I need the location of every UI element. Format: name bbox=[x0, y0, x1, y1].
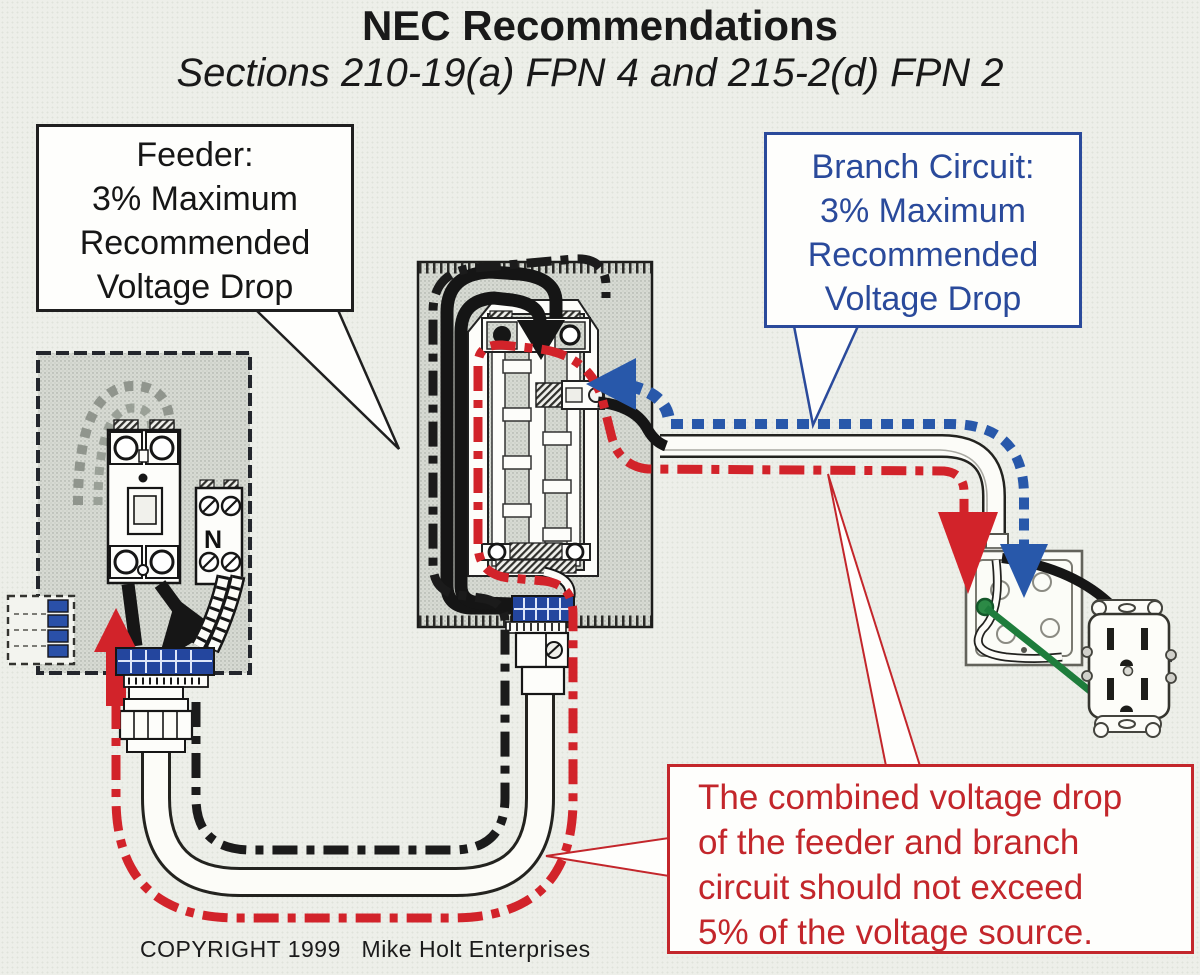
lug-screw-icon bbox=[487, 542, 507, 562]
blue-left-arrow-icon bbox=[586, 358, 636, 410]
terminal-screw-icon bbox=[1081, 646, 1093, 658]
black-bus-arrow-icon bbox=[517, 320, 565, 360]
ghost-conduit-arc-outer bbox=[73, 380, 175, 506]
voltage-drop-path-red-dashdot bbox=[111, 340, 969, 923]
knockout-icon bbox=[1040, 618, 1060, 638]
screw-slot bbox=[224, 499, 238, 513]
branch-callout-line: Recommended bbox=[807, 236, 1039, 274]
branch-conductor-hint bbox=[662, 449, 988, 538]
main-lug-plate-bottom bbox=[481, 542, 591, 574]
branch-raceway-body bbox=[660, 436, 1004, 540]
terminal-screw-icon bbox=[1165, 672, 1177, 684]
branch-raceway bbox=[660, 434, 1006, 540]
feeder-callout-line: Voltage Drop bbox=[96, 268, 294, 306]
branch-callout-line: Branch Circuit: bbox=[811, 148, 1035, 186]
feeder-callout-line: Feeder: bbox=[136, 136, 254, 174]
terminal-screw-icon bbox=[1165, 649, 1177, 661]
ground-terminal bbox=[47, 629, 69, 643]
center-screw-icon bbox=[1122, 665, 1134, 677]
service-disconnect-panel: N bbox=[6, 351, 252, 753]
lug-screw-icon bbox=[113, 435, 139, 461]
branch-hot-wire-black bbox=[597, 396, 669, 452]
ground-hole bbox=[1120, 705, 1133, 712]
screw-slot bbox=[202, 555, 216, 569]
screw-slot bbox=[202, 499, 216, 513]
feeder-callout-leader bbox=[252, 308, 401, 450]
breaker-detail bbox=[138, 449, 149, 463]
ground-hole bbox=[1120, 659, 1133, 666]
combined-callout-line: circuit should not exceed bbox=[698, 868, 1084, 907]
bus-rail bbox=[491, 317, 506, 567]
feeder-conductors-black bbox=[440, 265, 565, 615]
red-down-arrow-icon bbox=[938, 512, 998, 594]
breaker-toggle-handle bbox=[133, 495, 157, 525]
loadcenter-neutral-block bbox=[505, 595, 575, 634]
ground-terminal bbox=[47, 599, 69, 613]
feeder-raceway bbox=[141, 692, 555, 897]
outlet-slot bbox=[1141, 628, 1148, 650]
terminal-screw-icon bbox=[1081, 670, 1093, 682]
ghost-conduit-arc-inner bbox=[93, 403, 157, 506]
branch-callout-leader bbox=[792, 324, 860, 430]
mounting-strap-bottom bbox=[1094, 715, 1162, 733]
feeder-raceway-body bbox=[144, 692, 552, 894]
mounting-ear-icon bbox=[1093, 722, 1109, 738]
phase-conductor-black bbox=[121, 583, 143, 647]
ground-terminal bbox=[47, 614, 69, 628]
receptacle-neutral-wire-white bbox=[973, 559, 1063, 663]
combined-callout-line: The combined voltage drop bbox=[698, 778, 1123, 817]
feeder-callout: Feeder: 3% Maximum Recommended Voltage D… bbox=[36, 124, 354, 312]
outlet-slot bbox=[1141, 678, 1148, 700]
ground-lug-block bbox=[6, 594, 76, 666]
neutral-bar: N bbox=[194, 479, 244, 586]
lug-screw-icon bbox=[565, 542, 585, 562]
feeder-callout-line: Recommended bbox=[79, 224, 311, 262]
loadcenter-conduit-connector bbox=[514, 631, 570, 696]
neutral-conductor-white bbox=[191, 574, 246, 654]
blue-down-arrow-icon bbox=[1000, 544, 1048, 598]
conduit-fitting bbox=[118, 674, 209, 753]
neutral-bar-label: N bbox=[204, 526, 222, 554]
branch-circuit-callout: Branch Circuit: 3% Maximum Recommended V… bbox=[764, 132, 1082, 328]
outlet-slot bbox=[1107, 678, 1114, 700]
combined-drop-callout: The combined voltage drop of the feeder … bbox=[667, 764, 1194, 954]
main-breaker bbox=[106, 419, 182, 585]
box-screw-icon bbox=[1021, 647, 1027, 653]
lug-screw-icon bbox=[493, 326, 511, 344]
combined-callout-line: 5% of the voltage source. bbox=[698, 913, 1093, 952]
screw-slot bbox=[224, 555, 238, 569]
branch-path-blue-dotted bbox=[586, 358, 1048, 598]
lug-screw-icon bbox=[559, 324, 581, 346]
mounting-slot bbox=[1118, 719, 1136, 729]
screw-slot bbox=[547, 643, 561, 656]
panel-terminal-strip bbox=[115, 647, 215, 676]
mounting-slot bbox=[1118, 603, 1136, 613]
mounting-ear-icon bbox=[1145, 722, 1161, 738]
combined-callout-line: of the feeder and branch bbox=[698, 823, 1080, 862]
feeder-callout-line: 3% Maximum bbox=[92, 180, 298, 218]
page-title: NEC Recommendations bbox=[361, 2, 839, 49]
title-block: NEC Recommendations Sections 210-19(a) F… bbox=[0, 2, 1200, 96]
branch-callout-line: Voltage Drop bbox=[824, 280, 1022, 318]
breaker-detail-dot bbox=[138, 473, 148, 483]
branch-callout-line: 3% Maximum bbox=[820, 192, 1026, 230]
breaker-detail bbox=[137, 564, 149, 576]
feeder-path-black-dashdot bbox=[191, 254, 611, 855]
knockout-icon bbox=[1032, 572, 1052, 592]
ground-terminal bbox=[47, 644, 69, 658]
duplex-receptacle bbox=[1081, 599, 1177, 738]
outlet-slot bbox=[1107, 628, 1114, 650]
loadcenter-panel bbox=[416, 260, 669, 696]
lug-screw-icon bbox=[113, 549, 139, 575]
copyright-text: COPYRIGHT 1999 Mike Holt Enterprises bbox=[140, 936, 591, 962]
lug-screw-icon bbox=[149, 435, 175, 461]
lug-screw-icon bbox=[149, 549, 175, 575]
combined-callout-leader-upper bbox=[827, 473, 922, 767]
page-subtitle: Sections 210-19(a) FPN 4 and 215-2(d) FP… bbox=[176, 51, 1004, 95]
